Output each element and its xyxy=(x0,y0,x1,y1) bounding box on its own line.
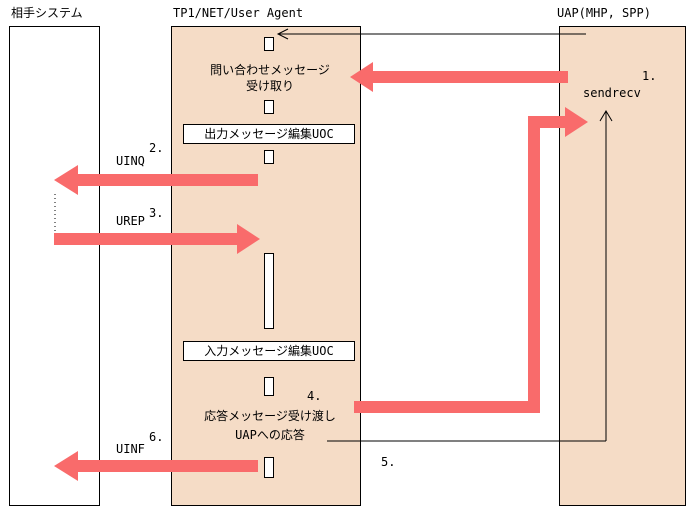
sendrecv-arrowhead xyxy=(599,110,613,122)
step-5: 5. xyxy=(381,455,396,469)
red-arrow-receive-shaft xyxy=(372,71,568,83)
red-arrow-deliver-h xyxy=(354,401,540,413)
uinq-label: UINQ xyxy=(116,154,145,168)
red-arrow-uinq-head xyxy=(54,165,78,195)
activation-box-3 xyxy=(264,150,274,164)
red-arrow-uinf-shaft xyxy=(78,460,258,472)
urep-label: UREP xyxy=(116,214,145,228)
step-2: 2. xyxy=(149,141,164,155)
red-arrow-uinf-head xyxy=(54,451,78,481)
red-arrow-uinq-shaft xyxy=(78,174,258,186)
activation-box-1 xyxy=(264,37,274,51)
activation-box-2 xyxy=(264,100,274,114)
thin-arrowhead-tp1 xyxy=(276,28,289,40)
deliver-label-line1: 応答メッセージ受け渡し xyxy=(204,409,336,423)
receive-label-line2: 受け取り xyxy=(245,79,294,93)
output-uoc-box: 出力メッセージ編集UOC xyxy=(183,124,355,144)
step-4: 4. xyxy=(307,389,322,403)
uap-header: UAP(MHP, SPP) xyxy=(557,6,651,20)
uinf-label: UINF xyxy=(116,442,145,456)
uap-lane xyxy=(559,26,686,506)
activation-box-5 xyxy=(264,457,274,478)
red-arrow-urep-shaft xyxy=(54,233,238,245)
step-3: 3. xyxy=(149,206,164,220)
partner-system-lane xyxy=(9,26,100,506)
red-arrow-deliver-v xyxy=(528,116,540,413)
receive-label-line1: 問い合わせメッセージ xyxy=(210,63,330,77)
red-arrow-receive-head xyxy=(350,62,373,92)
red-arrow-deliver-top xyxy=(528,116,566,128)
red-arrow-deliver-head xyxy=(565,107,588,137)
step-1: 1. xyxy=(642,69,657,83)
activation-box-wait xyxy=(264,253,274,329)
step-6: 6. xyxy=(149,430,164,444)
input-uoc-box: 入力メッセージ編集UOC xyxy=(183,341,355,361)
red-arrow-urep-head xyxy=(237,224,260,254)
deliver-label-line2: UAPへの応答 xyxy=(235,428,305,442)
activation-box-4 xyxy=(264,377,274,396)
tp1-header: TP1/NET/User Agent xyxy=(173,6,304,20)
sendrecv-label: sendrecv xyxy=(583,86,641,100)
partner-system-header: 相手システム xyxy=(11,6,83,20)
